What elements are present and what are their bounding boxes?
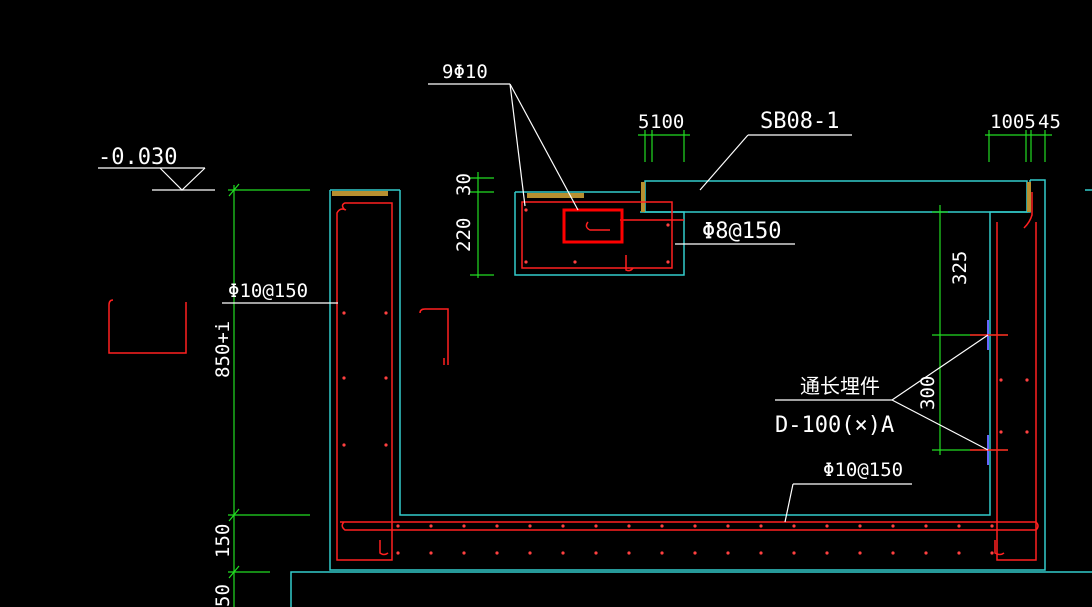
selection-box[interactable] xyxy=(562,208,624,244)
rebar-dot xyxy=(396,524,400,528)
rebar-dot xyxy=(462,524,466,528)
rebar-dot xyxy=(384,443,388,447)
rebar-dot xyxy=(342,311,346,315)
rebar-dot xyxy=(429,524,433,528)
dim-100-label: 100 xyxy=(650,111,684,133)
bottom-rebar-label: Φ10@150 xyxy=(823,459,903,481)
dim-30-label: 30 xyxy=(453,173,475,196)
rebar-dot xyxy=(660,524,664,528)
rebar-dot xyxy=(891,524,895,528)
bearing-pads xyxy=(332,182,1031,212)
rebar-dot xyxy=(726,524,730,528)
dim-325-label: 325 xyxy=(949,251,971,285)
rebar-dot xyxy=(660,551,664,555)
wall-height-label: 850+i xyxy=(212,321,234,378)
rebar-dot xyxy=(524,260,528,264)
rebar-dot xyxy=(999,378,1003,382)
rebar-dot xyxy=(693,551,697,555)
rebar-dot xyxy=(561,524,565,528)
rebar-dot xyxy=(825,524,829,528)
rebar-dot xyxy=(495,551,499,555)
rebar-dot xyxy=(342,443,346,447)
rebar-dot xyxy=(825,551,829,555)
embedded-part-code: D-100(×)A xyxy=(775,413,894,438)
rebar-dot xyxy=(528,551,532,555)
rebar-dot xyxy=(759,524,763,528)
rebar-dot xyxy=(384,376,388,380)
rebar-dot xyxy=(858,524,862,528)
rebar-dot xyxy=(342,376,346,380)
dim-300-label: 300 xyxy=(917,376,939,410)
rebar-dot xyxy=(573,260,577,264)
rebar-dot xyxy=(891,551,895,555)
rebar-dot xyxy=(693,524,697,528)
rebar-cage xyxy=(108,192,1039,561)
rebar-dot xyxy=(594,524,598,528)
rebar-dot xyxy=(429,551,433,555)
rebar-dot xyxy=(627,551,631,555)
rebar-dot xyxy=(462,551,466,555)
rebar-dot xyxy=(396,551,400,555)
elevation-label: -0.030 xyxy=(98,145,177,170)
rebar-dot xyxy=(990,551,994,555)
rebar-dot xyxy=(384,311,388,315)
rebar-dot xyxy=(957,551,961,555)
rebar-dot xyxy=(666,260,670,264)
rebar-dot xyxy=(924,524,928,528)
rebar-dot xyxy=(495,524,499,528)
stirrup-label: Φ8@150 xyxy=(702,219,781,244)
rebar-dot xyxy=(528,524,532,528)
rebar-dot xyxy=(792,551,796,555)
rebar-dot xyxy=(1025,430,1029,434)
rebar-dot xyxy=(990,524,994,528)
rebar-dot xyxy=(726,551,730,555)
dim-220-label: 220 xyxy=(453,218,475,252)
rebar-dot xyxy=(524,208,528,212)
embedded-part-note: 通长埋件 xyxy=(800,374,880,398)
rebar-dot xyxy=(792,524,796,528)
rebar-dot xyxy=(924,551,928,555)
top-rebar-count-label: 9Φ10 xyxy=(442,61,488,83)
dim-50-label: 50 xyxy=(212,584,234,607)
rebar-dot xyxy=(561,551,565,555)
rebar-dot xyxy=(759,551,763,555)
rebar-dots xyxy=(342,208,1029,555)
dim-150-label: 150 xyxy=(212,524,234,558)
dim-5-label: 5 xyxy=(638,111,649,133)
rebar-dot xyxy=(1025,378,1029,382)
rebar-dot xyxy=(999,430,1003,434)
leader-lines xyxy=(98,83,989,523)
rebar-dot xyxy=(858,551,862,555)
wall-rebar-label: Φ10@150 xyxy=(228,280,308,302)
dim-1005-label: 1005 xyxy=(990,111,1036,133)
slab-id-label: SB08-1 xyxy=(760,109,839,134)
dim-45-label: 45 xyxy=(1038,111,1061,133)
rebar-dot xyxy=(666,223,670,227)
rebar-dot xyxy=(957,524,961,528)
rebar-dot xyxy=(627,524,631,528)
rebar-dot xyxy=(594,551,598,555)
